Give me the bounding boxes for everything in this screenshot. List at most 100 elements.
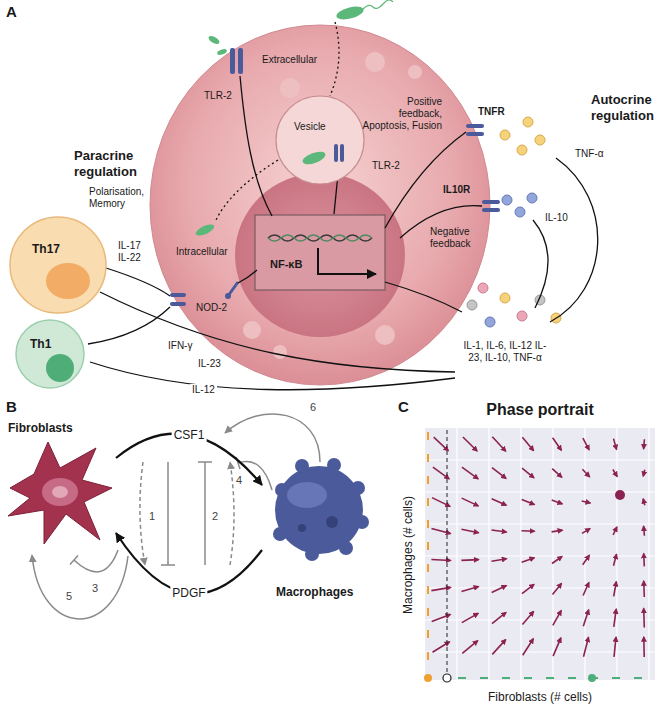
vector-field	[431, 437, 644, 657]
axis-label: Macrophages (# cells)	[401, 496, 415, 614]
macrophage-cell-part	[243, 321, 261, 339]
cell-shape-part	[340, 144, 344, 162]
field-arrow	[461, 559, 478, 561]
field-arrow	[552, 500, 563, 504]
field-arrow	[582, 501, 591, 503]
field-arrow	[582, 469, 589, 477]
field-arrow	[614, 582, 617, 597]
field-arrow	[643, 470, 645, 476]
field-arrow	[492, 499, 507, 506]
field-arrow	[523, 639, 534, 656]
plot-title: Phase portrait	[486, 400, 594, 419]
label-slot: Polarisation, Memory	[89, 186, 101, 210]
label-slot: Extracellular	[262, 54, 317, 66]
field-arrow	[492, 530, 507, 532]
cell-shape-part	[8, 442, 112, 544]
panel-letter: C	[398, 398, 409, 416]
label-slot: NOD-2	[196, 302, 227, 314]
receptors-part	[482, 208, 500, 212]
bacteria-part	[363, 0, 393, 9]
phase-plot-part	[425, 428, 655, 680]
field-arrow	[582, 529, 590, 534]
phase-plot-part-part	[425, 651, 655, 652]
field-arrow	[522, 437, 533, 450]
field-arrow	[431, 560, 450, 561]
cell-label: Th1	[30, 337, 51, 351]
field-arrow	[643, 499, 645, 505]
callout-number: 1	[149, 510, 155, 523]
cell-label: Th17	[32, 242, 60, 256]
phase-plot-part	[424, 674, 432, 682]
label-slot: Intracellular	[176, 246, 228, 258]
signal-lines-part	[88, 307, 170, 344]
cell-shape-part	[326, 516, 338, 528]
label-slot: 6	[310, 401, 316, 414]
label-slot: Autocrine regulation	[591, 92, 603, 123]
cell-shape-part	[10, 217, 106, 313]
bacteria	[194, 0, 393, 238]
label-slot: Positive feedback, Apoptosis, Fusion	[362, 96, 442, 132]
cell-shape-part	[42, 478, 78, 506]
cytokines-part	[523, 117, 533, 127]
cytokine-label: IL-12	[190, 384, 217, 396]
receptor-label: IFN-γ	[168, 340, 192, 352]
label-slot: IL-17 IL-22	[118, 240, 141, 264]
cytokines-part	[485, 317, 495, 327]
edge-label: PDGF	[170, 586, 207, 600]
field-arrow	[614, 637, 616, 657]
phase-plot-part-part	[520, 428, 521, 680]
cell-label: Vesicle	[294, 121, 326, 133]
label-slot: 1	[149, 510, 155, 523]
field-arrow	[462, 498, 479, 506]
cytokines-part	[517, 145, 527, 155]
cell-shape-part	[339, 541, 353, 555]
cell-shape-part	[16, 320, 84, 388]
phase-plot-part-part	[552, 428, 553, 680]
regulation-arcs-part	[230, 462, 234, 565]
phase-plot	[424, 428, 655, 682]
cytokines-part	[500, 293, 510, 303]
macrophage-cell-part	[375, 325, 395, 345]
signal-lines-part	[100, 292, 455, 372]
field-arrow	[432, 614, 451, 621]
label-slot: TLR-2	[204, 90, 232, 102]
th17-cell: Th17	[8, 215, 108, 315]
phase-plot-part	[425, 428, 655, 680]
field-arrow	[462, 613, 478, 622]
cytokine-label: IL-23	[196, 358, 223, 370]
field-arrow	[584, 637, 589, 656]
field-arrow	[643, 609, 645, 628]
bacteria-part	[207, 34, 220, 45]
phase-plot-part-part	[425, 587, 655, 588]
label-slot: IL-10	[545, 212, 568, 224]
field-arrow	[522, 530, 535, 532]
macrophage-cell-part	[255, 215, 385, 290]
callout-number: 5	[66, 590, 72, 603]
label-slot: 2	[212, 510, 218, 523]
callout-number: 2	[212, 510, 218, 523]
phase-plot-part-part	[425, 555, 655, 556]
phase-plot-part	[458, 677, 652, 679]
callout-number: 6	[310, 401, 316, 414]
receptor-label: IL10R	[443, 184, 470, 196]
receptor-label: TLR-2	[372, 160, 400, 172]
field-arrow	[522, 468, 534, 478]
cell-label: Fibroblasts	[8, 421, 73, 435]
field-arrow	[462, 467, 478, 479]
field-arrow	[462, 641, 477, 654]
label-slot: CSF1	[172, 428, 207, 442]
field-arrow	[552, 557, 562, 564]
label-slot: IL-1, IL-6, IL-12 IL-23, IL-10, TNF-α	[464, 340, 547, 364]
signal-lines-part	[106, 268, 170, 296]
label-slot: IL-12	[190, 384, 217, 396]
field-arrow	[643, 581, 645, 597]
cell-shape-part	[46, 354, 74, 382]
label-slot: Paracrine regulation	[74, 148, 86, 179]
cell-shape-part	[334, 144, 338, 162]
panel-letter: A	[6, 3, 17, 21]
phase-plot-part-part	[488, 428, 489, 680]
phase-plot-part	[447, 430, 448, 673]
field-arrow	[614, 554, 617, 565]
field-arrow	[522, 499, 535, 504]
label-slot: TNFR	[478, 106, 505, 118]
